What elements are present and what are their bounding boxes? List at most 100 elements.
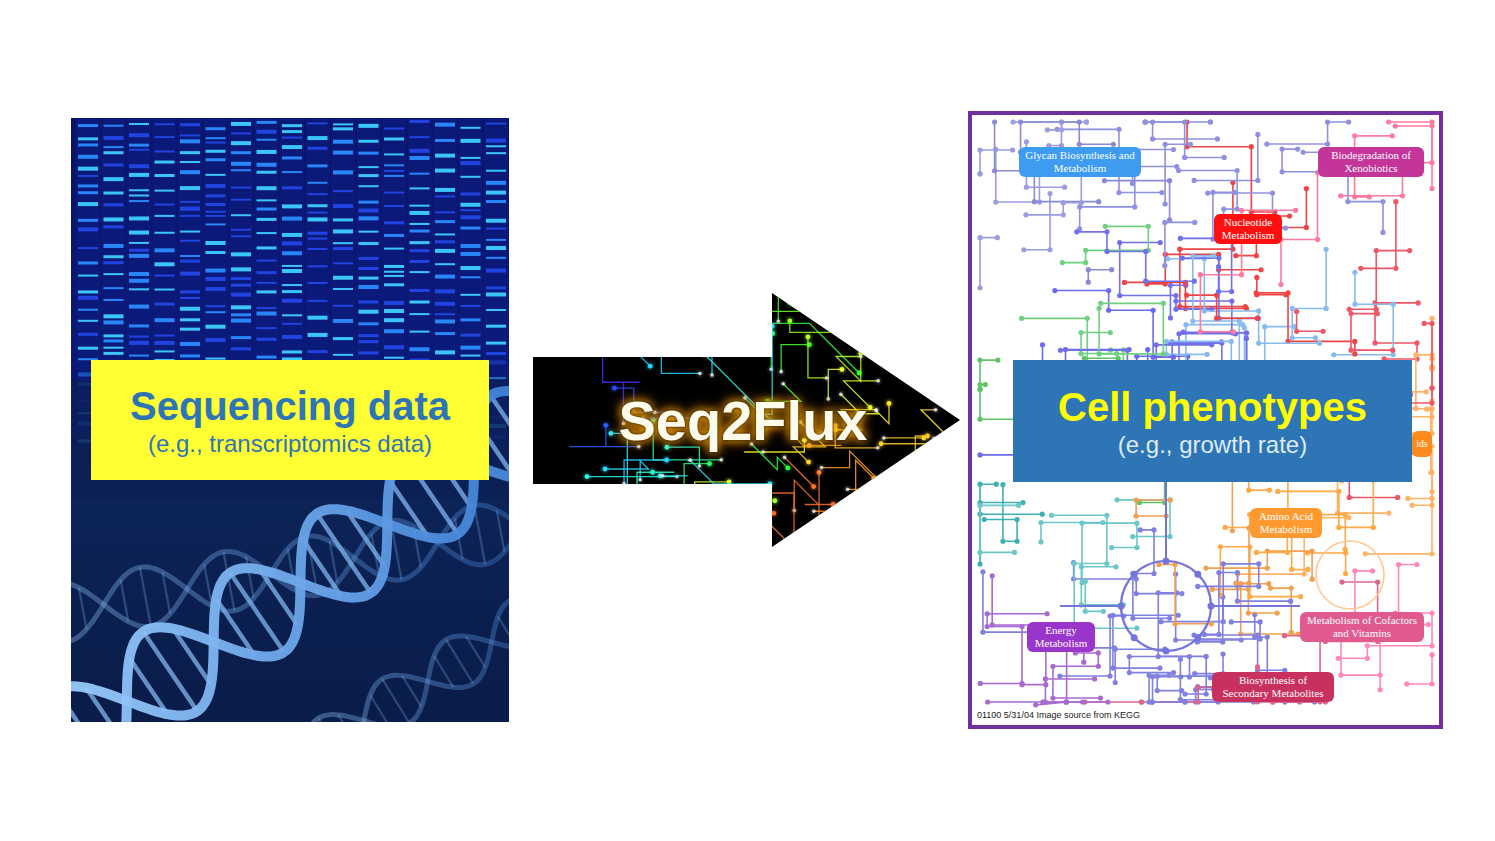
compound-dot: [1358, 266, 1363, 271]
gel-band: [78, 247, 98, 249]
compound-dot: [1163, 648, 1170, 655]
compound-dot: [1156, 654, 1161, 659]
compound-dot: [1255, 664, 1260, 669]
compound-dot: [1393, 199, 1398, 204]
gel-band: [231, 319, 251, 323]
compound-dot: [1315, 237, 1320, 242]
gel-band: [282, 335, 302, 339]
compound-dot: [977, 550, 982, 555]
circuit-light: [710, 512, 715, 517]
compound-dot: [1011, 119, 1016, 124]
compound-dot: [1155, 688, 1160, 693]
compound-dot: [1429, 503, 1434, 508]
gel-band: [155, 248, 175, 252]
compound-dot: [1391, 352, 1396, 357]
circuit-light: [695, 492, 699, 496]
compound-dot: [1012, 550, 1017, 555]
gel-band: [486, 257, 506, 259]
gel-band: [282, 350, 302, 353]
gel-band: [257, 218, 277, 221]
compound-dot: [1020, 500, 1025, 505]
compound-dot: [1246, 488, 1251, 493]
gel-band: [486, 228, 506, 230]
pathway-line: [1267, 122, 1349, 144]
compound-dot: [1101, 609, 1106, 614]
compound-dot: [1145, 347, 1150, 352]
gel-band: [155, 136, 175, 138]
compound-dot: [1293, 208, 1298, 213]
gel-band: [155, 335, 175, 337]
gel-band: [206, 325, 226, 329]
circuit-light: [715, 348, 719, 352]
compound-dot: [1390, 348, 1395, 353]
circuit-trace: [769, 523, 828, 547]
pathway-line: [1165, 144, 1190, 204]
circuit-light: [873, 298, 878, 303]
gel-band: [486, 123, 506, 125]
gel-band: [435, 319, 455, 323]
compound-dot: [1071, 560, 1076, 565]
gel-band: [129, 288, 149, 290]
gel-band: [231, 293, 251, 297]
compound-dot: [995, 235, 1000, 240]
pathway-line: [1077, 232, 1195, 281]
compound-dot: [1125, 348, 1130, 353]
compound-dot: [1159, 619, 1164, 624]
gel-band: [359, 152, 379, 155]
compound-dot: [1130, 616, 1135, 621]
gel-band: [333, 247, 353, 250]
gel-band: [333, 276, 353, 280]
gel-band: [206, 277, 226, 281]
compound-dot: [1429, 385, 1434, 390]
compound-dot: [1302, 571, 1307, 576]
gel-band: [257, 121, 277, 124]
gel-band: [410, 136, 430, 138]
helix-strand: [71, 450, 509, 722]
circuit-light: [603, 423, 608, 428]
gel-band: [461, 346, 481, 350]
tca-cycle: [1121, 561, 1211, 651]
compound-dot: [1108, 330, 1113, 335]
pathway-line: [1187, 122, 1275, 212]
compound-dot: [1107, 613, 1112, 618]
gel-band: [308, 147, 328, 150]
circuit-light: [715, 299, 720, 304]
circuit-light: [600, 346, 605, 351]
gel-band: [129, 336, 149, 338]
helix-strand: [300, 598, 509, 722]
circuit-light: [949, 312, 953, 316]
gel-band: [486, 139, 506, 143]
compound-dot: [1146, 699, 1151, 704]
gel-band: [486, 191, 506, 195]
compound-dot: [1258, 267, 1263, 272]
compound-dot: [1157, 666, 1162, 671]
gel-band: [384, 275, 404, 277]
circuit-light: [635, 508, 639, 512]
compound-dot: [1352, 270, 1357, 275]
compound-dot: [1429, 643, 1434, 648]
pathway-category-label: Metabolism of Cofactors and Vitamins: [1300, 612, 1424, 642]
compound-dot: [1220, 651, 1225, 656]
compound-dot: [1210, 587, 1215, 592]
gel-band: [333, 262, 353, 264]
circuit-light: [697, 486, 701, 490]
gel-band: [333, 123, 353, 125]
compound-dot: [1222, 155, 1227, 160]
compound-dot: [1400, 193, 1405, 198]
gel-band: [104, 146, 124, 148]
gel-band: [104, 314, 124, 318]
gel-band: [155, 190, 175, 192]
gel-band: [435, 332, 455, 335]
circuit-light: [707, 461, 712, 466]
gel-band: [231, 122, 251, 126]
circuit-light: [766, 322, 770, 326]
gel-band: [78, 175, 98, 177]
circuit-light: [737, 323, 742, 328]
compound-dot: [1078, 330, 1083, 335]
gel-band: [129, 133, 149, 137]
circuit-light: [952, 520, 957, 525]
gel-band: [129, 254, 149, 258]
gel-band: [282, 156, 302, 159]
compound-dot: [1195, 684, 1200, 689]
